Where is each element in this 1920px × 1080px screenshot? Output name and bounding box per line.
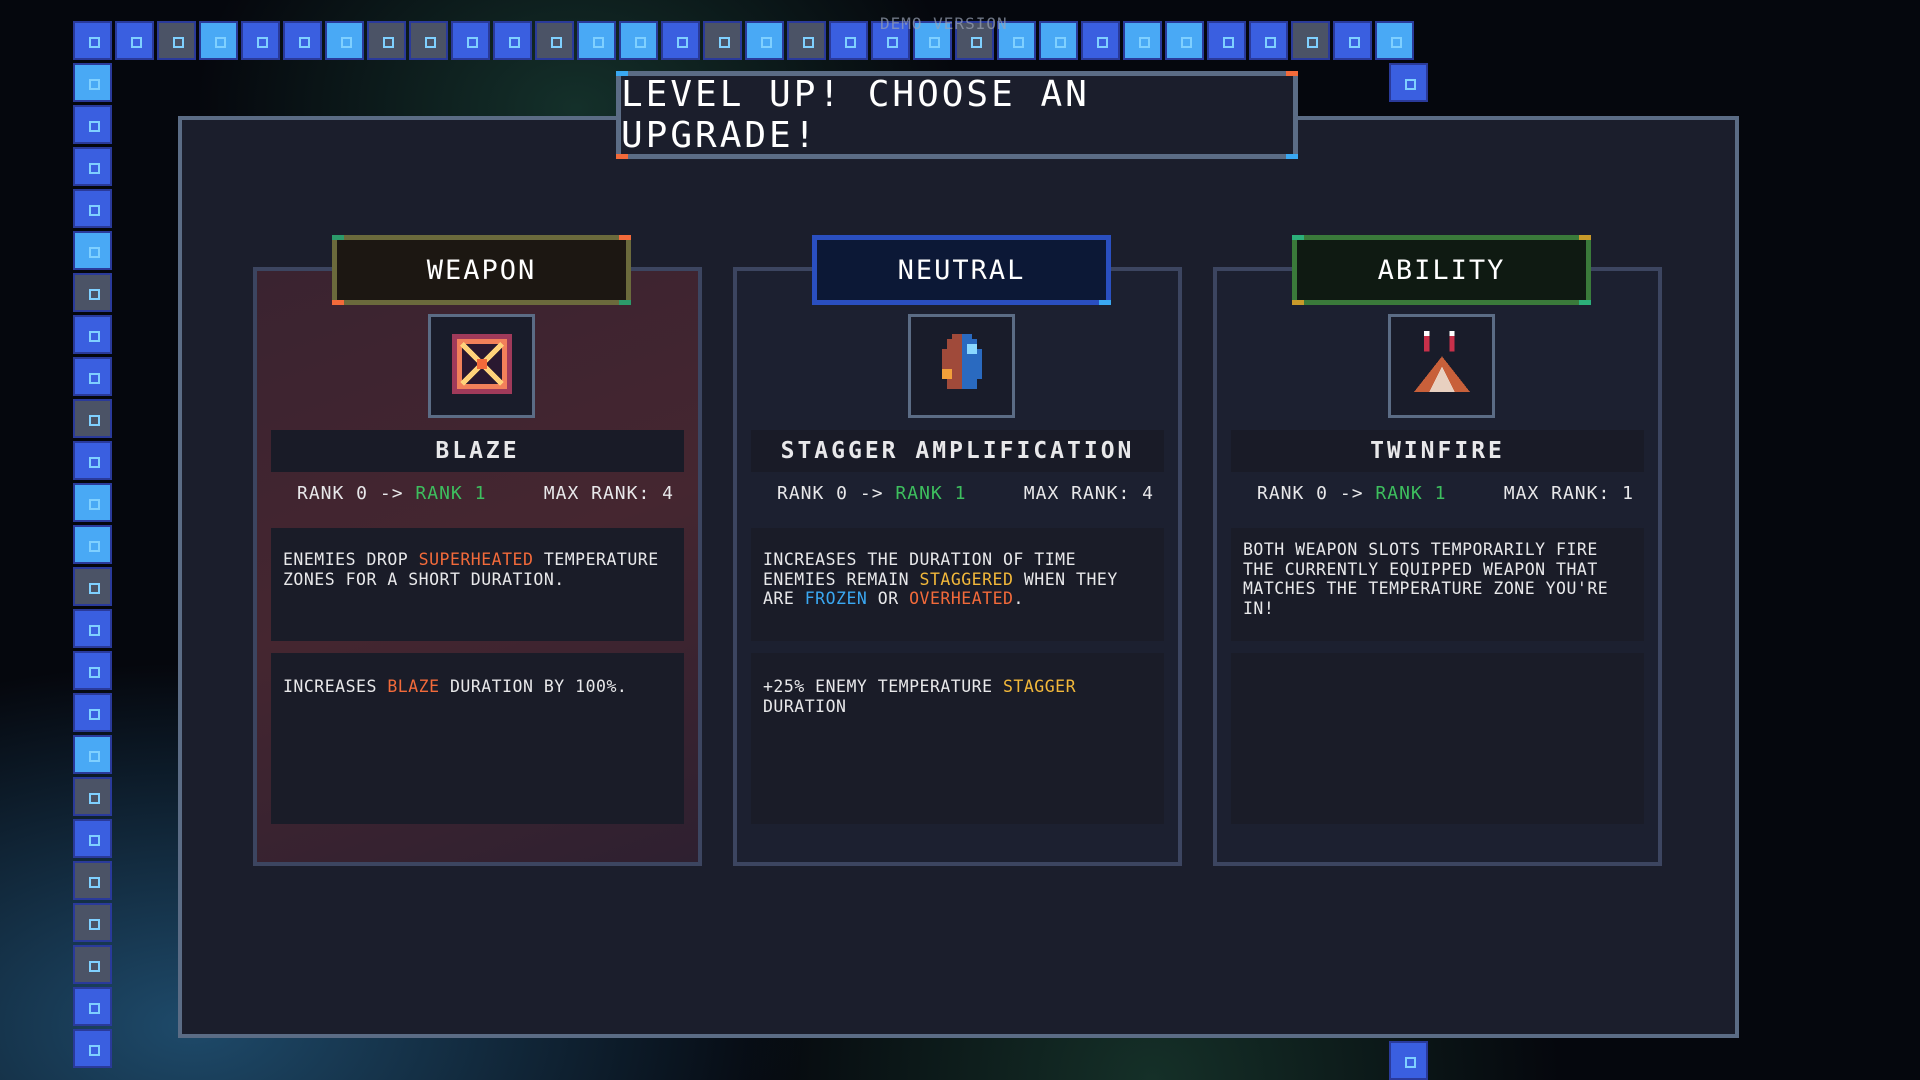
twinfire-ship-icon	[1409, 331, 1475, 401]
category-label: ABILITY	[1377, 254, 1506, 286]
tile-strip-right	[1389, 63, 1428, 102]
blaze-square-icon	[451, 334, 512, 398]
upgrade-icon-frame	[428, 314, 535, 418]
rank-effect	[1231, 653, 1644, 824]
highlight-blue: FROZEN	[804, 589, 868, 608]
description: ENEMIES DROP SUPERHEATED TEMPERATURE ZON…	[271, 528, 684, 641]
description: BOTH WEAPON SLOTS TEMPORARILY FIRE THE C…	[1231, 528, 1644, 641]
text-segment: ENEMIES DROP	[283, 550, 419, 569]
text-segment: .	[1013, 589, 1024, 608]
highlight-orange: OVERHEATED	[909, 589, 1014, 608]
text-segment: DURATION BY 100%.	[439, 677, 628, 696]
description: INCREASES THE DURATION OF TIME ENEMIES R…	[751, 528, 1164, 641]
category-tab: NEUTRAL	[812, 235, 1111, 305]
upgrade-name: STAGGER AMPLIFICATION	[751, 430, 1164, 472]
max-rank: MAX RANK: 4	[543, 483, 674, 504]
tile-strip-left	[73, 63, 112, 1068]
upgrade-name: TWINFIRE	[1231, 430, 1644, 472]
tile-strip-right-bottom	[1389, 1041, 1428, 1080]
rank-to: RANK 1	[895, 483, 967, 504]
highlight-yellow: STAGGER	[1002, 677, 1077, 696]
rank-change: RANK 0 -> RANK 1	[1257, 483, 1446, 504]
category-tab: WEAPON	[332, 235, 631, 305]
rank-to: RANK 1	[415, 483, 487, 504]
text-segment: INCREASES THE DURATION OF TIME ENEMIES R…	[763, 550, 1077, 589]
title-text: LEVEL UP! CHOOSE AN UPGRADE!	[621, 74, 1090, 156]
rank-from: RANK 0 ->	[777, 483, 884, 504]
demo-watermark: DEMO VERSION	[880, 14, 1008, 33]
rank-change: RANK 0 -> RANK 1	[297, 483, 486, 504]
rank-effect: +25% ENEMY TEMPERATURE STAGGER DURATION	[751, 653, 1164, 824]
text-segment: DURATION	[763, 696, 847, 716]
rank-from: RANK 0 ->	[1257, 483, 1364, 504]
page-title: LEVEL UP! CHOOSE AN UPGRADE!	[616, 71, 1298, 159]
rank-to: RANK 1	[1375, 483, 1447, 504]
text-segment: BOTH WEAPON SLOTS TEMPORARILY FIRE THE C…	[1243, 540, 1609, 618]
text-segment: WHEN THEY ARE	[763, 569, 1118, 609]
text-segment: +25% ENEMY TEMPERATURE	[763, 677, 1003, 696]
highlight-orange: BLAZE	[387, 677, 440, 696]
rank-change: RANK 0 -> RANK 1	[777, 483, 966, 504]
text-segment: TEMPERATURE ZONES FOR A SHORT DURATION.	[283, 550, 659, 589]
rank-row: RANK 0 -> RANK 1 MAX RANK: 4	[297, 483, 674, 504]
upgrade-icon-frame	[908, 314, 1015, 418]
tile-strip-top	[73, 21, 1414, 60]
max-rank: MAX RANK: 4	[1023, 483, 1154, 504]
text-segment: INCREASES	[283, 677, 388, 696]
frozen-heated-orb-icon	[932, 329, 992, 403]
text-segment: OR	[867, 589, 910, 608]
upgrade-card-weapon[interactable]: WEAPON BLAZE RANK 0 -> RANK 1 MAX RANK: 4…	[253, 235, 702, 866]
rank-row: RANK 0 -> RANK 1 MAX RANK: 1	[1257, 483, 1634, 504]
upgrade-icon-frame	[1388, 314, 1495, 418]
category-label: WEAPON	[426, 254, 537, 286]
upgrade-card-neutral[interactable]: NEUTRAL STAGGER AMPLIFICATION RANK 0 -> …	[733, 235, 1182, 866]
rank-row: RANK 0 -> RANK 1 MAX RANK: 4	[777, 483, 1154, 504]
highlight-orange: SUPERHEATED	[418, 550, 534, 569]
max-rank: MAX RANK: 1	[1503, 483, 1634, 504]
upgrade-name: BLAZE	[271, 430, 684, 472]
category-tab: ABILITY	[1292, 235, 1591, 305]
category-label: NEUTRAL	[897, 254, 1026, 286]
highlight-yellow: STAGGERED	[919, 569, 1014, 589]
upgrade-card-ability[interactable]: ABILITY TWINFIRE RANK 0 -> RANK 1 MAX RAN…	[1213, 235, 1662, 866]
rank-effect: INCREASES BLAZE DURATION BY 100%.	[271, 653, 684, 824]
rank-from: RANK 0 ->	[297, 483, 404, 504]
